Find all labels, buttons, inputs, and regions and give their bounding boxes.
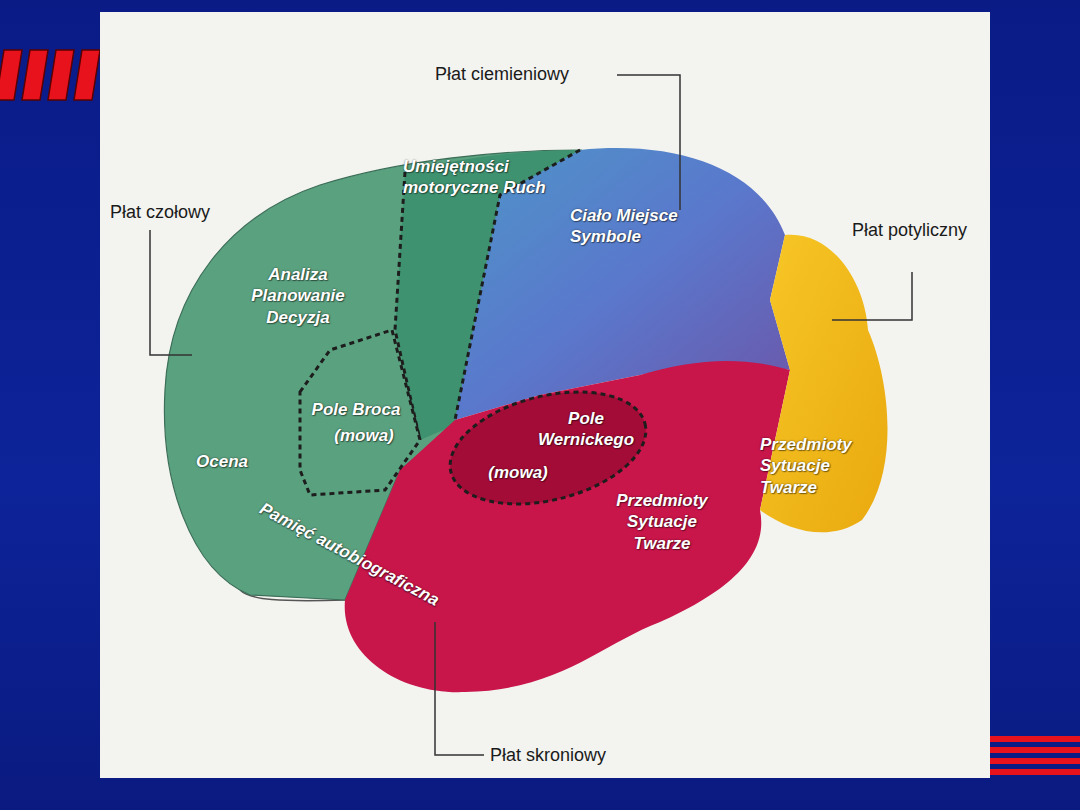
region-text: Umiejętności motoryczne Ruch [403, 156, 573, 199]
lobe-label: Płat ciemieniowy [435, 64, 569, 86]
brain-region: Pole Wernickego (mowa) [450, 395, 650, 500]
lobe-label: Płat potyliczny [852, 220, 972, 242]
lobe-label: Płat skroniowy [490, 745, 606, 767]
region-subtext: Ocena [177, 451, 267, 472]
region-subtext: (mowa) [319, 425, 409, 446]
region-text: Analiza Planowanie Decyzja [228, 264, 368, 328]
broca-area [300, 330, 420, 495]
region-text: Pole Wernickego [526, 408, 646, 451]
panel [100, 12, 990, 778]
region-text: Pole Broca [301, 399, 411, 420]
leader-lines [150, 75, 912, 755]
region-subtext: (mowa) [473, 462, 563, 483]
region-text: Przedmioty Sytuacje Twarze [760, 434, 885, 498]
occipital-lobe [760, 235, 888, 533]
decor-bars [0, 50, 100, 100]
region-text: Pamięć autobiograficzna [256, 498, 443, 611]
brain-region: Ciało Miejsce Symbole [500, 150, 785, 390]
lobe-label: Płat czołowy [110, 202, 210, 224]
region-text: Przedmioty Sytuacje Twarze [597, 490, 727, 554]
brain-region: Umiejętności motoryczne Ruch [400, 148, 585, 248]
brain-region: Przedmioty Sytuacje Twarze [760, 235, 900, 535]
decor-lines [990, 736, 1080, 775]
brain-region: Przedmioty Sytuacje TwarzePole Wernickeg… [345, 370, 795, 690]
region-text: Ciało Miejsce Symbole [570, 205, 680, 248]
brain-region: Pole Broca (mowa) [300, 330, 425, 495]
